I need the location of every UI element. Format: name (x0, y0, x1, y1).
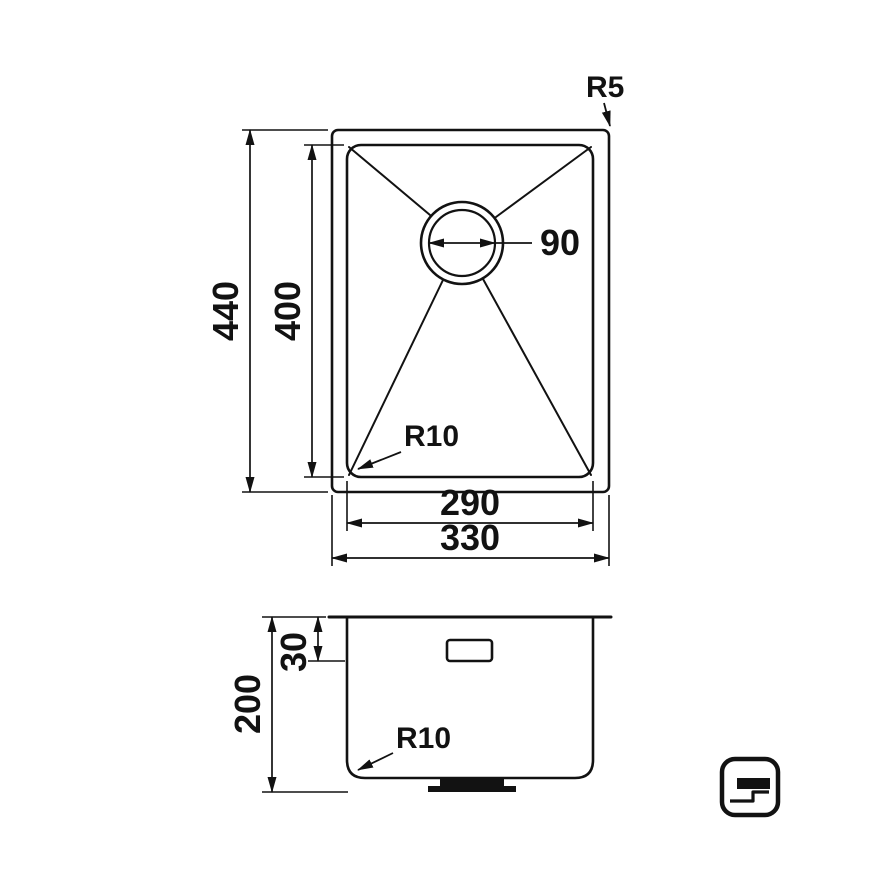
crease-top-right (495, 146, 592, 218)
dim-label-30: 30 (273, 632, 314, 672)
r10-section-leader (357, 752, 394, 771)
r5-leader (601, 102, 611, 127)
r5-label: R5 (586, 71, 624, 104)
dim-outer-width: 330 (331, 495, 610, 566)
section-view: 200 30 R10 (227, 615, 613, 793)
sink-bowl-edge (345, 143, 595, 479)
plan-view: 90 R5 R10 440 (205, 71, 624, 566)
dim-label-90: 90 (540, 222, 580, 263)
dim-outer-height: 440 (205, 129, 328, 493)
dim-label-400: 400 (267, 281, 308, 341)
dim-inner-width: 290 (346, 481, 594, 531)
waste-outlet (428, 778, 516, 792)
logo-bar (737, 778, 770, 789)
dim-depth: 200 (227, 616, 348, 793)
dim-label-200: 200 (227, 674, 268, 734)
dim-label-440: 440 (205, 281, 246, 341)
callout-outer-radius: R5 (586, 71, 624, 127)
logo-outline (719, 756, 781, 818)
brand-logo (719, 756, 781, 818)
logo-sink-profile (730, 790, 769, 803)
dim-overflow-offset: 30 (273, 616, 345, 672)
dim-drain-diameter: 90 (428, 222, 580, 263)
callout-bottom-radius: R10 (357, 722, 451, 771)
callout-inner-radius: R10 (357, 420, 459, 470)
r10-plan-label: R10 (404, 420, 459, 453)
dim-inner-height: 400 (267, 144, 344, 478)
sink-outer-rim (330, 128, 611, 494)
r10-section-label: R10 (396, 722, 451, 755)
r10-plan-leader (357, 451, 402, 470)
overflow-opening (445, 638, 494, 663)
dim-label-330: 330 (440, 517, 500, 558)
crease-top-left (348, 146, 431, 216)
bowl-crease-lines (348, 146, 592, 476)
dim-label-290: 290 (440, 482, 500, 523)
crease-bottom-left (348, 279, 444, 476)
crease-bottom-right (482, 278, 592, 476)
